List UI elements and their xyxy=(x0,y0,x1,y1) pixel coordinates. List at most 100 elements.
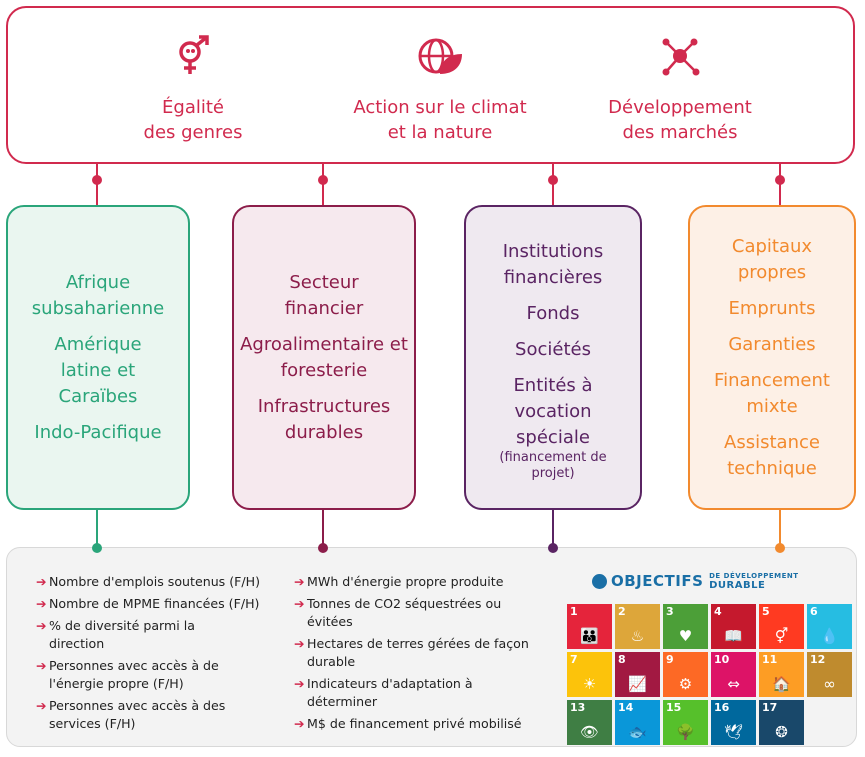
sdg-tile-number: 16 xyxy=(714,701,730,714)
indicator-item: ➔M$ de financement privé mobilisé xyxy=(294,716,522,731)
indicator-item: ➔Personnes avec accès à des services (F/… xyxy=(36,698,226,731)
sdg-tile-number: 14 xyxy=(618,701,634,714)
connector xyxy=(96,164,98,206)
sdg-tile-number: 15 xyxy=(666,701,682,714)
sdg-tile-15: 15 🌳 xyxy=(663,700,708,745)
connector-dot xyxy=(548,543,558,553)
sdg-tile-number: 7 xyxy=(570,653,578,666)
sdg-tile-1: 1👪 xyxy=(567,604,612,649)
sdg-goal-icon: 🕊 xyxy=(723,723,744,741)
sdg-tile-number: 17 xyxy=(762,701,778,714)
sdg-goal-icon: ⇔ xyxy=(727,675,740,693)
connector xyxy=(552,510,554,548)
network-nodes-icon xyxy=(590,34,770,85)
instrument-item: Financement mixte xyxy=(714,369,830,417)
sdg-goal-icon: 👪 xyxy=(580,627,599,645)
sdg-tile-number: 10 xyxy=(714,653,730,666)
region-item: Amérique latine et Caraïbes xyxy=(54,333,142,407)
sdg-goal-icon: 📖 xyxy=(724,627,743,645)
sdg-goal-icon: 📈 xyxy=(628,675,647,693)
sdg-goal-icon: ♥ xyxy=(678,627,693,645)
region-item: Afrique subsaharienne xyxy=(31,271,165,319)
theme-climate-line2: et la nature xyxy=(387,122,493,143)
sdg-tile-3: 3♥ xyxy=(663,604,708,649)
sdg-tile-number: 8 xyxy=(618,653,626,666)
globe-leaf-icon xyxy=(322,34,558,85)
arrow-right-icon: ➔ xyxy=(36,574,47,589)
connector xyxy=(322,510,324,548)
regions-box: Afrique subsaharienne Amérique latine et… xyxy=(6,205,190,510)
sdg-tile-12: 12∞ xyxy=(807,652,852,697)
connector xyxy=(779,164,781,206)
sector-item: Agroalimentaire et foresterie xyxy=(240,333,408,381)
sdg-tile-number: 13 xyxy=(570,701,586,714)
arrow-right-icon: ➔ xyxy=(294,676,305,691)
indicator-item: ➔% de diversité parmi la direction xyxy=(36,618,195,651)
connector-dot xyxy=(548,175,558,185)
indicator-item: ➔Personnes avec accès à de l'énergie pro… xyxy=(36,658,219,691)
client-item: Entités à vocation spéciale xyxy=(513,374,593,448)
sdg-tile-11: 11🏠 xyxy=(759,652,804,697)
client-item: Institutions financières xyxy=(502,240,604,288)
connector-dot xyxy=(92,543,102,553)
sdg-tile-number: 3 xyxy=(666,605,674,618)
sdg-tile-number: 5 xyxy=(762,605,770,618)
arrow-right-icon: ➔ xyxy=(36,698,47,713)
client-item: Fonds xyxy=(526,302,580,324)
client-note: (financement de projet) xyxy=(499,449,607,481)
connector xyxy=(552,164,554,206)
indicator-item: ➔MWh d'énergie propre produite xyxy=(294,574,504,589)
theme-gender-line1: Égalité xyxy=(162,97,224,118)
sdg-tile-16: 16 🕊 xyxy=(711,700,756,745)
sdg-tile-4: 4📖 xyxy=(711,604,756,649)
sector-item: Infrastructures durables xyxy=(257,395,391,443)
connector-dot xyxy=(318,175,328,185)
region-item: Indo-Pacifique xyxy=(34,421,162,443)
gender-equality-icon xyxy=(128,34,258,85)
themes-box xyxy=(6,6,855,164)
arrow-right-icon: ➔ xyxy=(36,596,47,611)
sdg-goal-icon: 🐟 xyxy=(628,723,647,741)
connector xyxy=(96,510,98,548)
connector-dot xyxy=(318,543,328,553)
arrow-right-icon: ➔ xyxy=(294,574,305,589)
sdg-tile-number: 2 xyxy=(618,605,626,618)
sdg-title: OBJECTIFS DE DÉVELOPPEMENT DURABLE xyxy=(592,572,799,591)
client-item: Sociétés xyxy=(515,338,591,360)
sdg-goal-icon: 💧 xyxy=(820,627,839,645)
sdg-goal-icon: 🌳 xyxy=(676,723,695,741)
indicators-right: ➔MWh d'énergie propre produite ➔Tonnes d… xyxy=(294,573,554,737)
sdg-tile-8: 8📈 xyxy=(615,652,660,697)
sdg-tile-2: 2♨ xyxy=(615,604,660,649)
un-emblem-icon xyxy=(592,574,607,589)
sector-item: Secteur financier xyxy=(284,271,364,319)
sdg-tile-14: 14 🐟 xyxy=(615,700,660,745)
theme-markets: Développement des marchés xyxy=(590,34,770,145)
sdg-goal-icon: ☀ xyxy=(582,675,597,693)
sdg-tile-9: 9⚙ xyxy=(663,652,708,697)
sdg-title-main: OBJECTIFS xyxy=(611,572,704,590)
sdg-tile-number: 11 xyxy=(762,653,778,666)
sdg-tile-7: 7☀ xyxy=(567,652,612,697)
instrument-item: Assistance technique xyxy=(724,431,820,479)
instrument-item: Garanties xyxy=(728,333,816,355)
sdg-goal-icon: ❂ xyxy=(775,723,788,741)
connector-dot xyxy=(775,175,785,185)
sdg-goal-icon: ♨ xyxy=(630,627,645,645)
sdg-tile-number: 9 xyxy=(666,653,674,666)
arrow-right-icon: ➔ xyxy=(294,596,305,611)
indicator-item: ➔Hectares de terres gérées de façon dura… xyxy=(294,636,529,669)
sectors-box: Secteur financier Agroalimentaire et for… xyxy=(232,205,416,510)
connector xyxy=(322,164,324,206)
sdg-goal-icon: ⚙ xyxy=(678,675,693,693)
arrow-right-icon: ➔ xyxy=(294,716,305,731)
indicators-left: ➔Nombre d'emplois soutenus (F/H) ➔Nombre… xyxy=(36,573,288,737)
instrument-item: Emprunts xyxy=(728,297,816,319)
sdg-tile-17: 17 ❂ xyxy=(759,700,804,745)
indicator-item: ➔Tonnes de CO2 séquestrées ou évitées xyxy=(294,596,502,629)
sdg-tile-number: 6 xyxy=(810,605,818,618)
indicator-item: ➔Nombre de MPME financées (F/H) xyxy=(36,596,260,611)
theme-climate: Action sur le climat et la nature xyxy=(322,34,558,145)
instruments-box: Capitaux propres Emprunts Garanties Fina… xyxy=(688,205,856,510)
sdg-tile-6: 6💧 xyxy=(807,604,852,649)
